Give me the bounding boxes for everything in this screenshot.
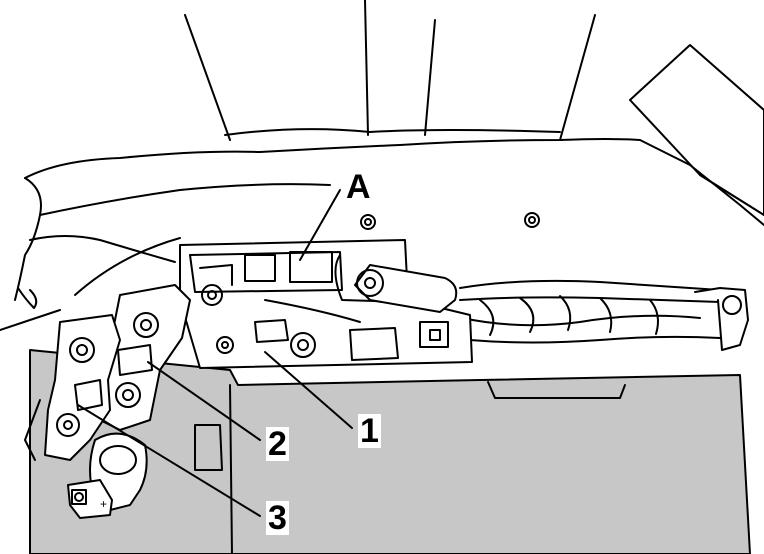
fuse-relay-holder: [179, 239, 473, 369]
terminal-plate-3: [24, 314, 121, 461]
callout-a: A: [344, 168, 373, 206]
plus-sign: +: [100, 497, 107, 511]
wiring-harness: [459, 279, 749, 351]
callout-1: 1: [358, 412, 381, 450]
callout-2: 2: [266, 425, 289, 463]
scuttle-panel: [0, 138, 764, 331]
battery: [29, 349, 751, 554]
leader-lines: [77, 189, 353, 517]
callout-3: 3: [266, 499, 289, 537]
terminal-plate-2: [99, 284, 191, 431]
mounting-studs: [360, 212, 540, 230]
positive-terminal: +: [67, 432, 148, 519]
hood-struts: [184, 0, 764, 216]
